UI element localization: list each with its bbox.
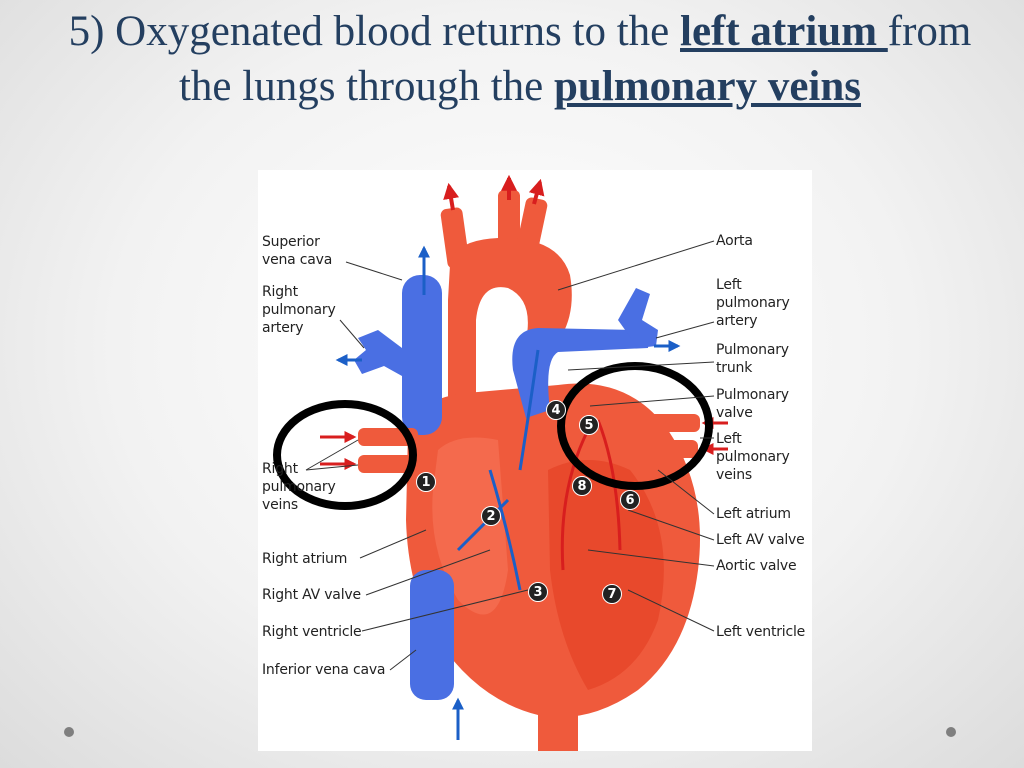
- label-right-pulmonary-artery: Right pulmonary artery: [262, 284, 336, 336]
- label-right-ventricle: Right ventricle: [262, 624, 362, 640]
- title-emph-left-atrium: left atrium: [680, 8, 888, 55]
- label-aorta: Aorta: [716, 233, 753, 249]
- title-emph-pulmonary-veins: pulmonary veins: [553, 63, 862, 110]
- label-right-pulmonary-veins: Right pulmonary veins: [262, 461, 336, 513]
- label-pulmonary-valve: Pulmonary valve: [716, 387, 789, 421]
- label-superior-vena-cava: Superior vena cava: [262, 234, 333, 268]
- highlight-ring-right-pulmonary-veins: [273, 400, 417, 510]
- step-marker-2: 2: [481, 506, 501, 526]
- leader-lines: [305, 240, 715, 671]
- superior-vena-cava: [402, 275, 442, 435]
- title-prefix: 5) Oxygenated blood returns to the: [68, 8, 681, 55]
- label-left-pulmonary-veins: Left pulmonary veins: [716, 431, 790, 483]
- heart-illustration: [273, 174, 728, 751]
- slide-nav-dot-right: [946, 727, 956, 737]
- left-pulmonary-veins: [638, 414, 700, 432]
- label-left-av-valve: Left AV valve: [716, 532, 805, 548]
- label-right-av-valve: Right AV valve: [262, 587, 361, 603]
- label-right-atrium: Right atrium: [262, 551, 348, 567]
- step-marker-1: 1: [416, 472, 436, 492]
- slide-nav-dot-left: [64, 727, 74, 737]
- label-pulmonary-trunk: Pulmonary trunk: [716, 342, 789, 376]
- label-left-atrium: Left atrium: [716, 506, 791, 522]
- step-marker-8: 8: [572, 476, 592, 496]
- step-marker-5: 5: [579, 415, 599, 435]
- label-left-pulmonary-artery: Left pulmonary artery: [716, 277, 790, 329]
- aorta: [448, 237, 572, 420]
- pulmonary-trunk: [512, 328, 649, 418]
- slide-title: 5) Oxygenated blood returns to the left …: [60, 4, 980, 114]
- step-marker-7: 7: [602, 584, 622, 604]
- label-left-ventricle: Left ventricle: [716, 624, 806, 640]
- label-inferior-vena-cava: Inferior vena cava: [262, 662, 386, 678]
- step-marker-6: 6: [620, 490, 640, 510]
- step-marker-4: 4: [546, 400, 566, 420]
- step-marker-3: 3: [528, 582, 548, 602]
- title-mid: from the lungs through the: [178, 8, 972, 110]
- label-aortic-valve: Aortic valve: [716, 558, 797, 574]
- inferior-vena-cava: [410, 570, 454, 700]
